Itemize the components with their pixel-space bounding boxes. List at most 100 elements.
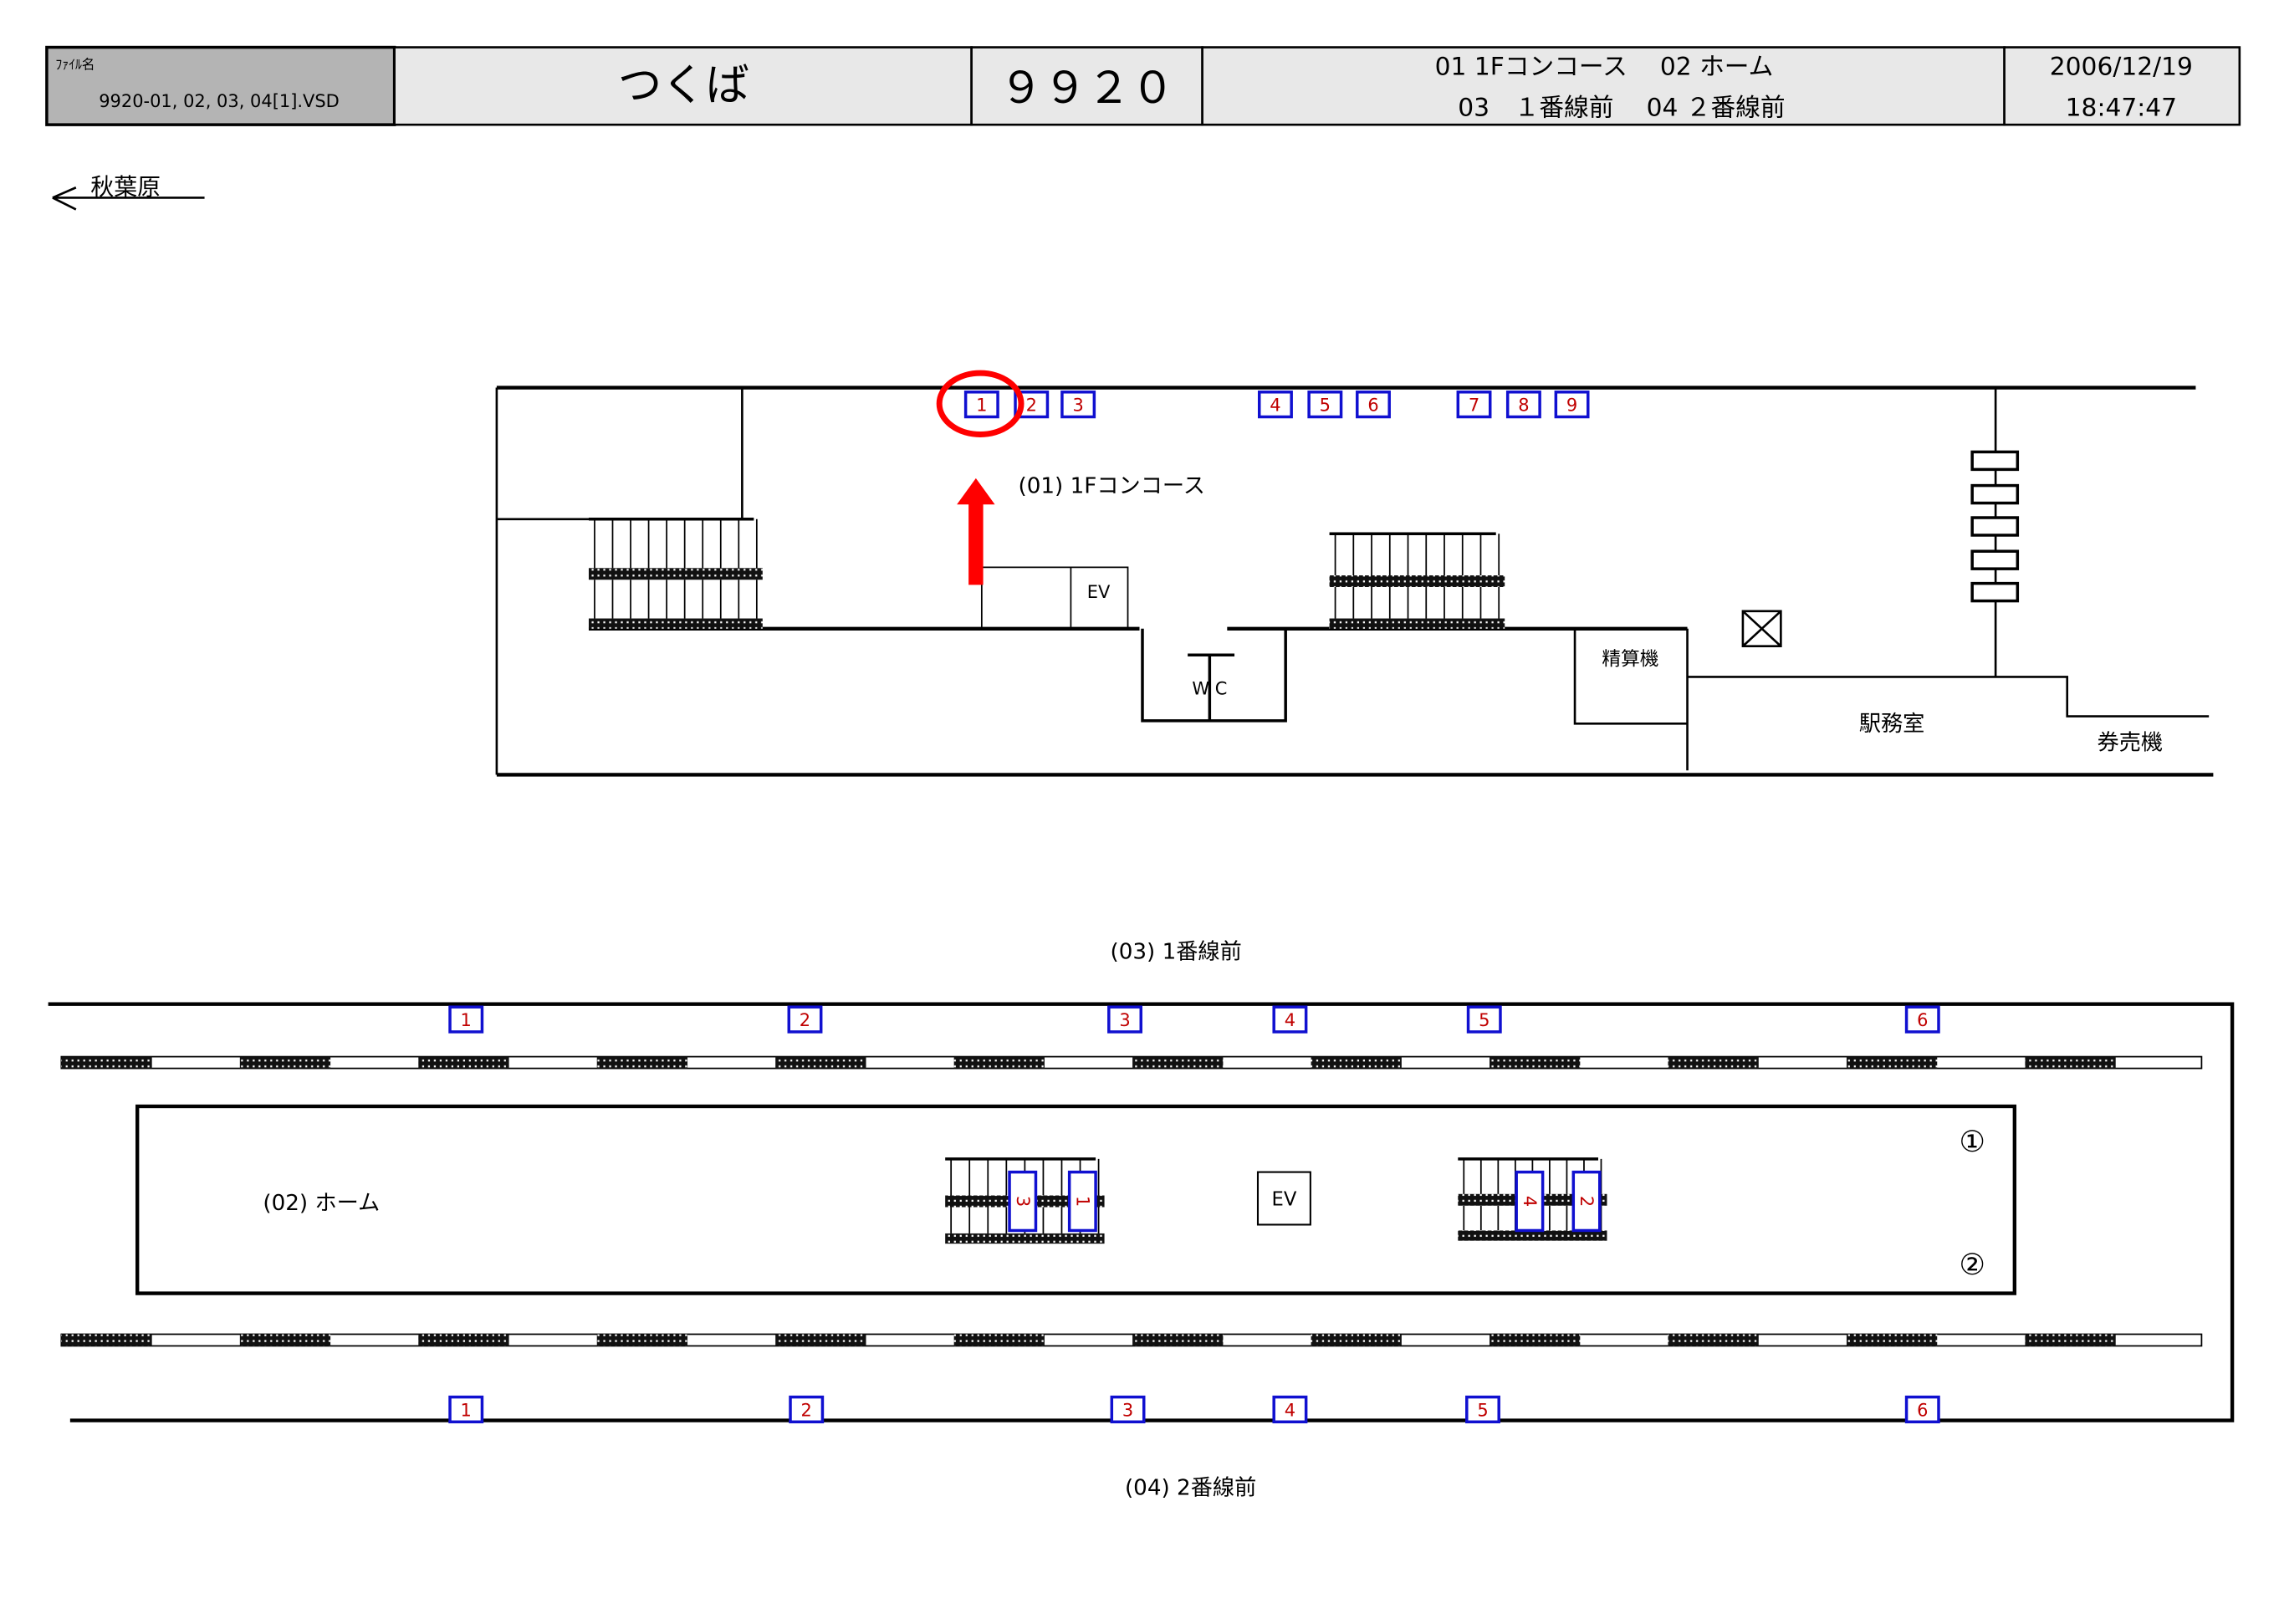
marker-label: 2 [800,1010,810,1030]
line2-marker-2[interactable]: 2 [789,1395,825,1424]
marker-label: 6 [1917,1400,1928,1420]
ev-label: EV [1087,582,1111,602]
rail-tie [1846,1056,1938,1069]
file-cell [45,45,396,126]
line1-marker-2[interactable]: 2 [787,1005,823,1034]
marker-label: 3 [1013,1196,1033,1207]
camera-marker-5[interactable]: 5 [1307,391,1343,419]
camera-marker-4[interactable]: 4 [1257,391,1293,419]
marker-label: 2 [1576,1196,1597,1207]
line2-marker-1[interactable]: 1 [448,1395,484,1424]
rail-tie [775,1056,866,1069]
file-name: 9920-01, 02, 03, 04[1].VSD [99,91,340,111]
camera-marker-7[interactable]: 7 [1456,391,1492,419]
highlight-circle [936,370,1025,437]
concourse-room [495,387,743,775]
track2-label: ② [1960,1249,1985,1282]
platform-elevator [1256,1171,1311,1226]
line1-marker-6[interactable]: 6 [1904,1005,1940,1034]
marker-label: 6 [1917,1010,1928,1030]
wc-label: W C [1192,678,1227,698]
fare-adjust-label: 精算機 [1602,648,1658,670]
platform-marker-4[interactable]: 4 [1515,1170,1545,1233]
rail-tie [596,1334,688,1346]
station-name: つくば [618,59,749,110]
concourse-stairs-left [588,518,763,629]
platform-outer-wall [48,1002,2235,1422]
platform-marker-1[interactable]: 1 [1067,1170,1097,1233]
marker-label: 5 [1479,1010,1490,1030]
marker-label: 4 [1285,1010,1295,1030]
station-office-label: 駅務室 [1859,712,1925,737]
track-2 [60,1333,2203,1347]
rail-tie [1846,1334,1938,1346]
marker-label: 2 [1026,396,1037,416]
marker-label: 9 [1566,396,1577,416]
views-line1: 01 1Fコンコース 02 ホーム [1435,53,1774,82]
file-label: ﾌｧｲﾙ名 [55,57,95,73]
date: 2006/12/19 [2050,53,2193,82]
line1-marker-5[interactable]: 5 [1466,1005,1502,1034]
line2-marker-6[interactable]: 6 [1904,1395,1940,1424]
station-code-cell [970,46,1203,126]
camera-marker-6[interactable]: 6 [1356,391,1391,419]
marker-label: 3 [1072,396,1083,416]
camera-marker-1[interactable]: 1 [963,391,999,419]
marker-label: 8 [1518,396,1529,416]
datetime-cell [2003,46,2241,126]
platform-stairs-left [945,1157,1105,1244]
rail-tie [1132,1056,1224,1069]
rail-tie [1132,1334,1224,1346]
rail-tie [1490,1334,1581,1346]
line2-marker-3[interactable]: 3 [1110,1395,1146,1424]
restroom [1141,628,1287,723]
line2-marker-5[interactable]: 5 [1465,1395,1500,1424]
elevator [980,566,1129,629]
marker-label: 4 [1520,1196,1540,1207]
line2-marker-4[interactable]: 4 [1272,1395,1308,1424]
line1-marker-4[interactable]: 4 [1272,1005,1308,1034]
views-cell [1201,46,2006,126]
header-bar: ﾌｧｲﾙ名 9920-01, 02, 03, 04[1].VSD つくば ９９２… [45,45,2241,126]
platform-marker-3[interactable]: 3 [1008,1170,1038,1233]
rail-tie [418,1056,509,1069]
rail-tie [239,1334,331,1346]
marker-label: 5 [1477,1400,1488,1420]
marker-label: 3 [1122,1400,1133,1420]
platform-title: (02) ホーム [263,1191,380,1216]
fare-adjust-machine [1573,628,1689,771]
rail-tie [953,1334,1045,1346]
marker-label: 4 [1285,1400,1295,1420]
arrow-left-icon [52,186,205,211]
camera-marker-8[interactable]: 8 [1505,391,1541,419]
rail-tie [1311,1056,1402,1069]
rail-tie [1668,1056,1759,1069]
rail-tie [596,1056,688,1069]
rail-tie [2025,1334,2116,1346]
rail-tie [1490,1056,1581,1069]
line1-marker-3[interactable]: 3 [1107,1005,1142,1034]
line1-front-title: (03) 1番線前 [1111,940,1242,965]
platform-marker-2[interactable]: 2 [1571,1170,1602,1233]
camera-marker-9[interactable]: 9 [1554,391,1590,419]
view-direction-arrow-icon [957,477,995,585]
island-platform [135,1104,2017,1295]
marker-label: 5 [1320,396,1331,416]
line1-marker-1[interactable]: 1 [448,1005,484,1034]
line2-front-title: (04) 2番線前 [1125,1476,1256,1501]
rail-tie [1311,1334,1402,1346]
marker-label: 7 [1469,396,1479,416]
marker-label: 6 [1367,396,1378,416]
concourse-title: (01) 1Fコンコース [1019,473,1205,498]
rail-tie [953,1056,1045,1069]
marker-label: 1 [1072,1196,1092,1207]
camera-marker-3[interactable]: 3 [1060,391,1096,419]
rail-tie [61,1334,152,1346]
rail-tie [1668,1334,1759,1346]
track1-label: ① [1960,1126,1985,1159]
station-office-wall [1687,387,2210,718]
ticket-machine-label: 券売機 [2098,731,2164,756]
pillar-x-icon [1741,610,1782,648]
